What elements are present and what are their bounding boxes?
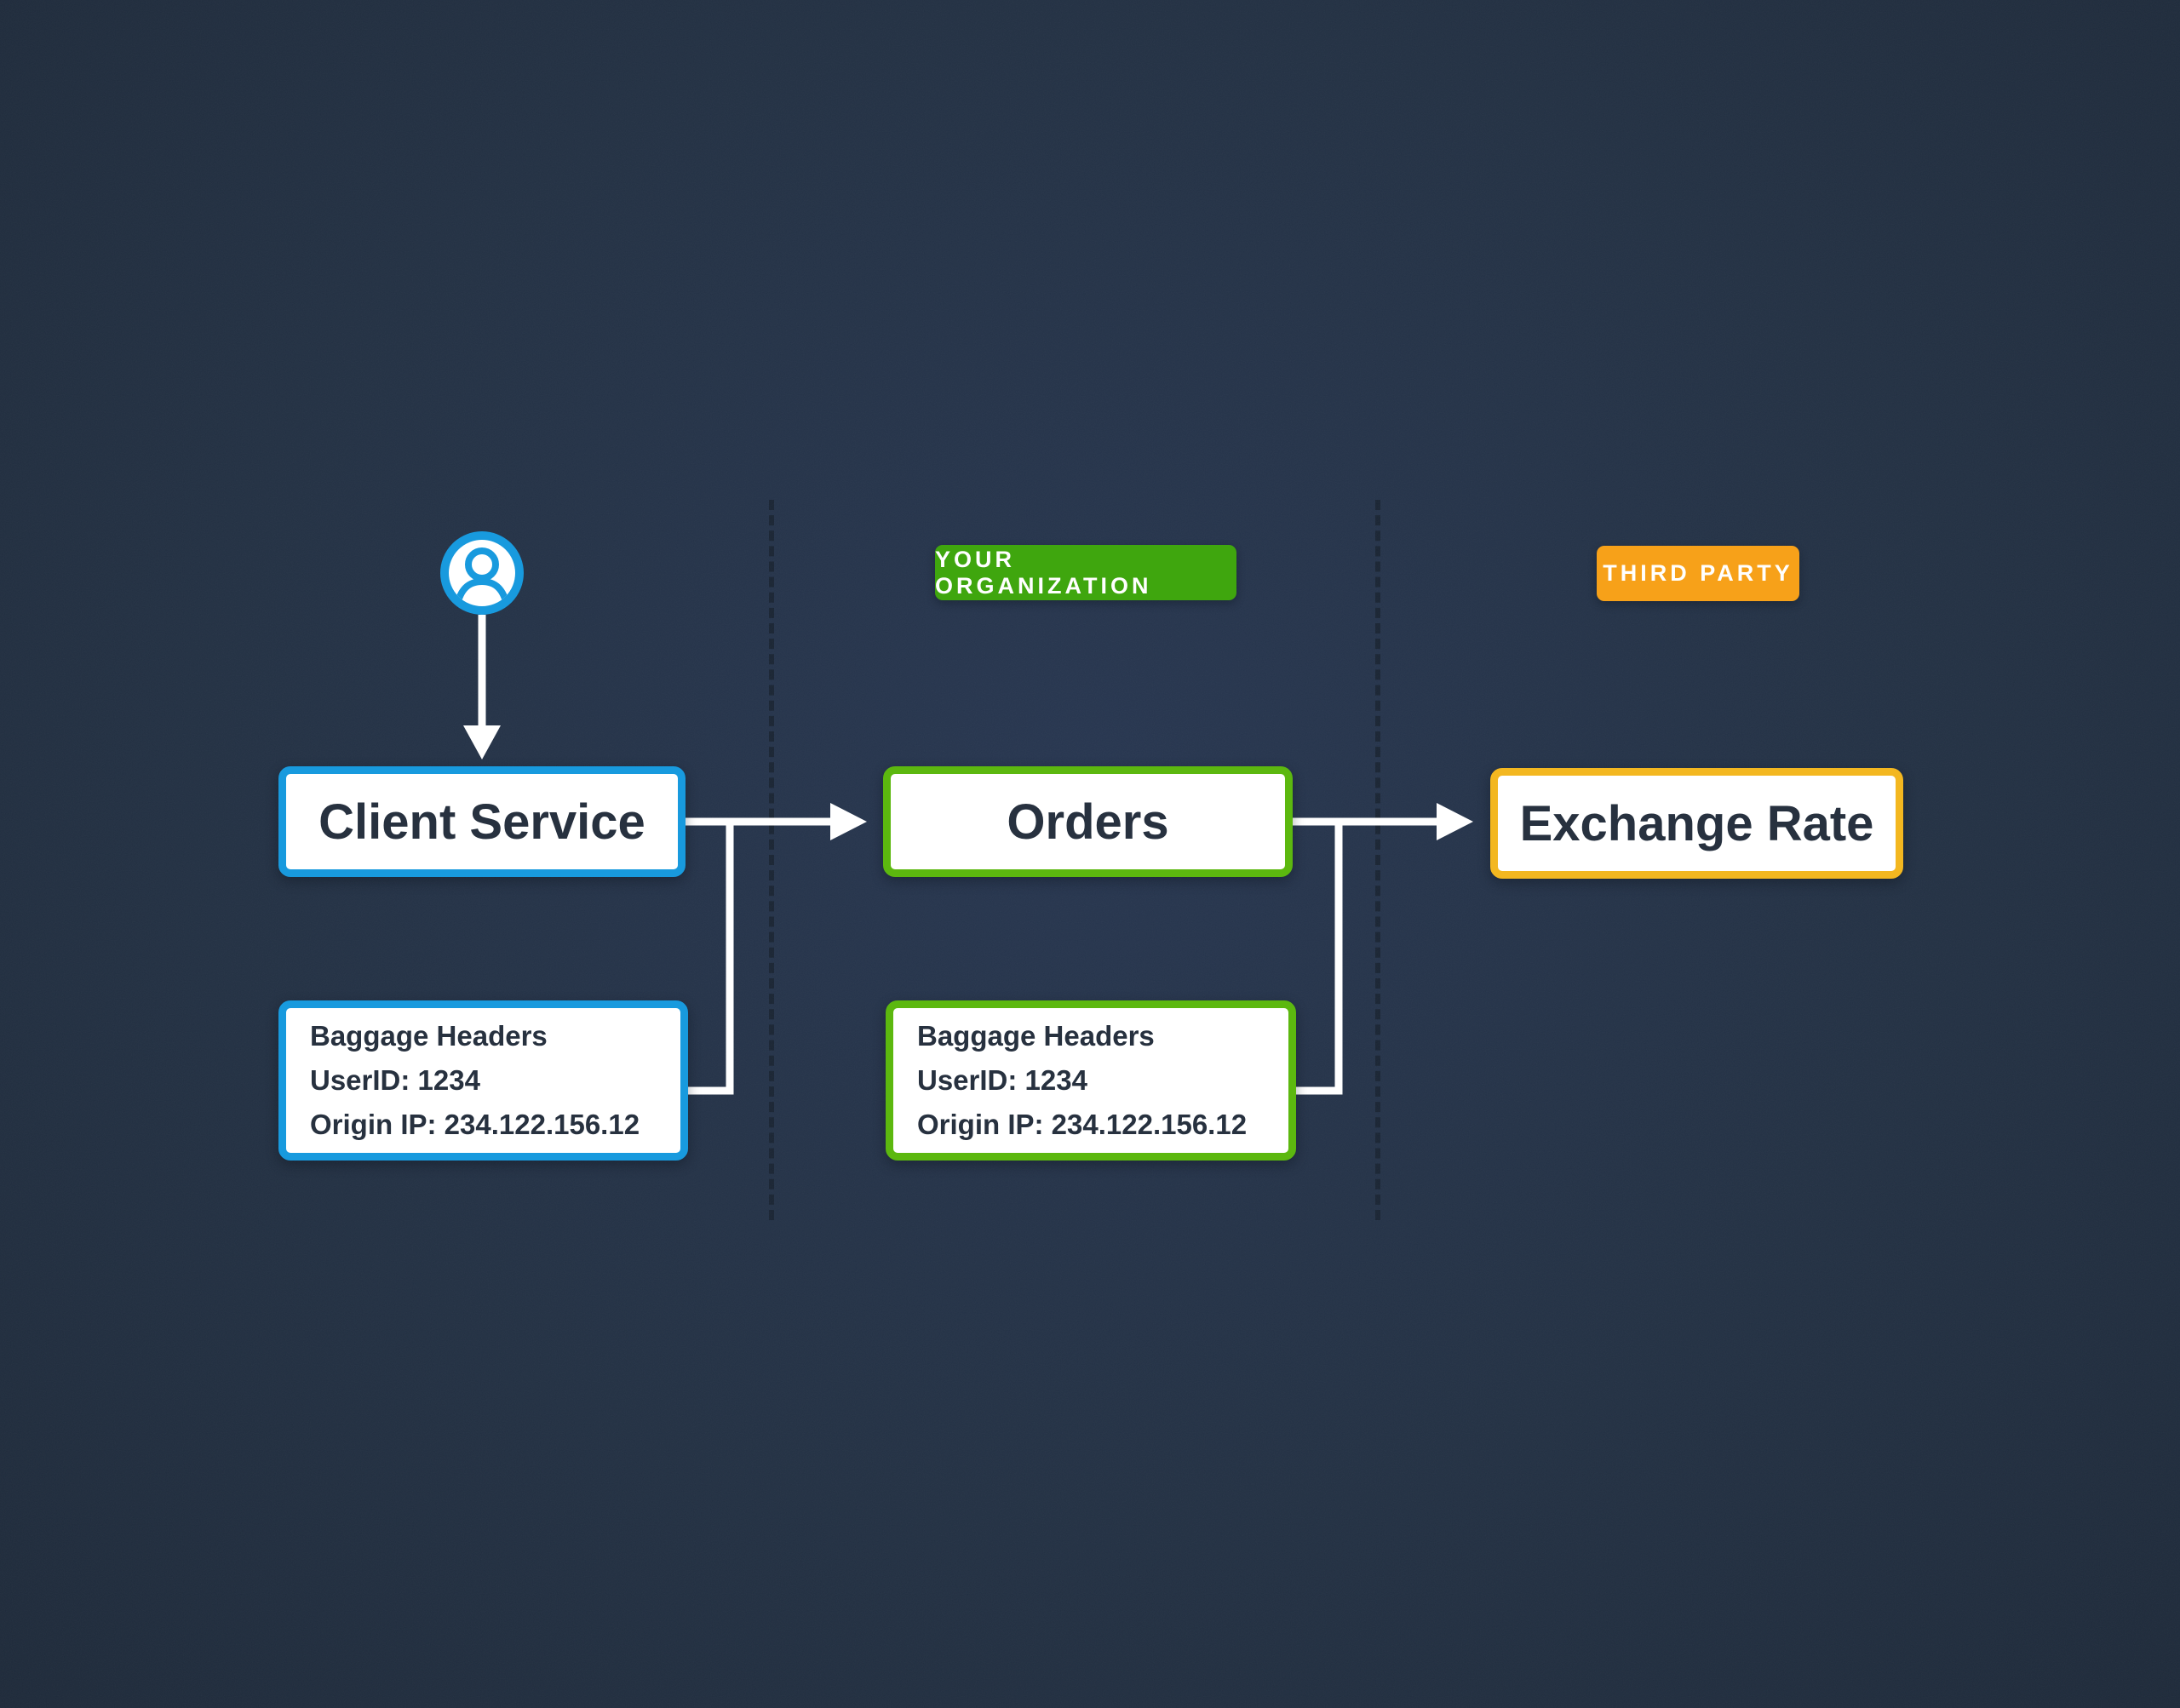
baggage-origin-ip: Origin IP: 234.122.156.12 — [917, 1109, 1248, 1140]
baggage-box-client-service: Baggage Headers UserID: 1234 Origin IP: … — [278, 1000, 688, 1161]
node-orders-label: Orders — [1007, 794, 1169, 850]
baggage-title: Baggage Headers — [917, 1020, 1155, 1052]
badge-third-party-label: THIRD PARTY — [1603, 560, 1793, 586]
node-orders: Orders — [883, 766, 1293, 877]
badge-your-organization: YOUR ORGANIZATION — [935, 545, 1236, 600]
arrow-user-to-client-service — [463, 615, 501, 759]
baggage-box-orders: Baggage Headers UserID: 1234 Origin IP: … — [886, 1000, 1296, 1161]
node-exchange-rate: Exchange Rate — [1490, 768, 1903, 879]
baggage-title: Baggage Headers — [310, 1020, 548, 1052]
node-client-service: Client Service — [278, 766, 686, 877]
badge-third-party: THIRD PARTY — [1597, 546, 1799, 601]
baggage-userid: UserID: 1234 — [310, 1064, 480, 1096]
user-icon — [440, 531, 524, 615]
baggage-origin-ip: Origin IP: 234.122.156.12 — [310, 1109, 640, 1140]
badge-your-organization-label: YOUR ORGANIZATION — [935, 546, 1152, 599]
arrow-client-service-to-orders — [686, 803, 867, 1095]
node-exchange-rate-label: Exchange Rate — [1519, 795, 1874, 851]
baggage-userid: UserID: 1234 — [917, 1064, 1087, 1096]
node-client-service-label: Client Service — [318, 794, 645, 850]
arrow-orders-to-exchange-rate — [1293, 803, 1473, 1095]
